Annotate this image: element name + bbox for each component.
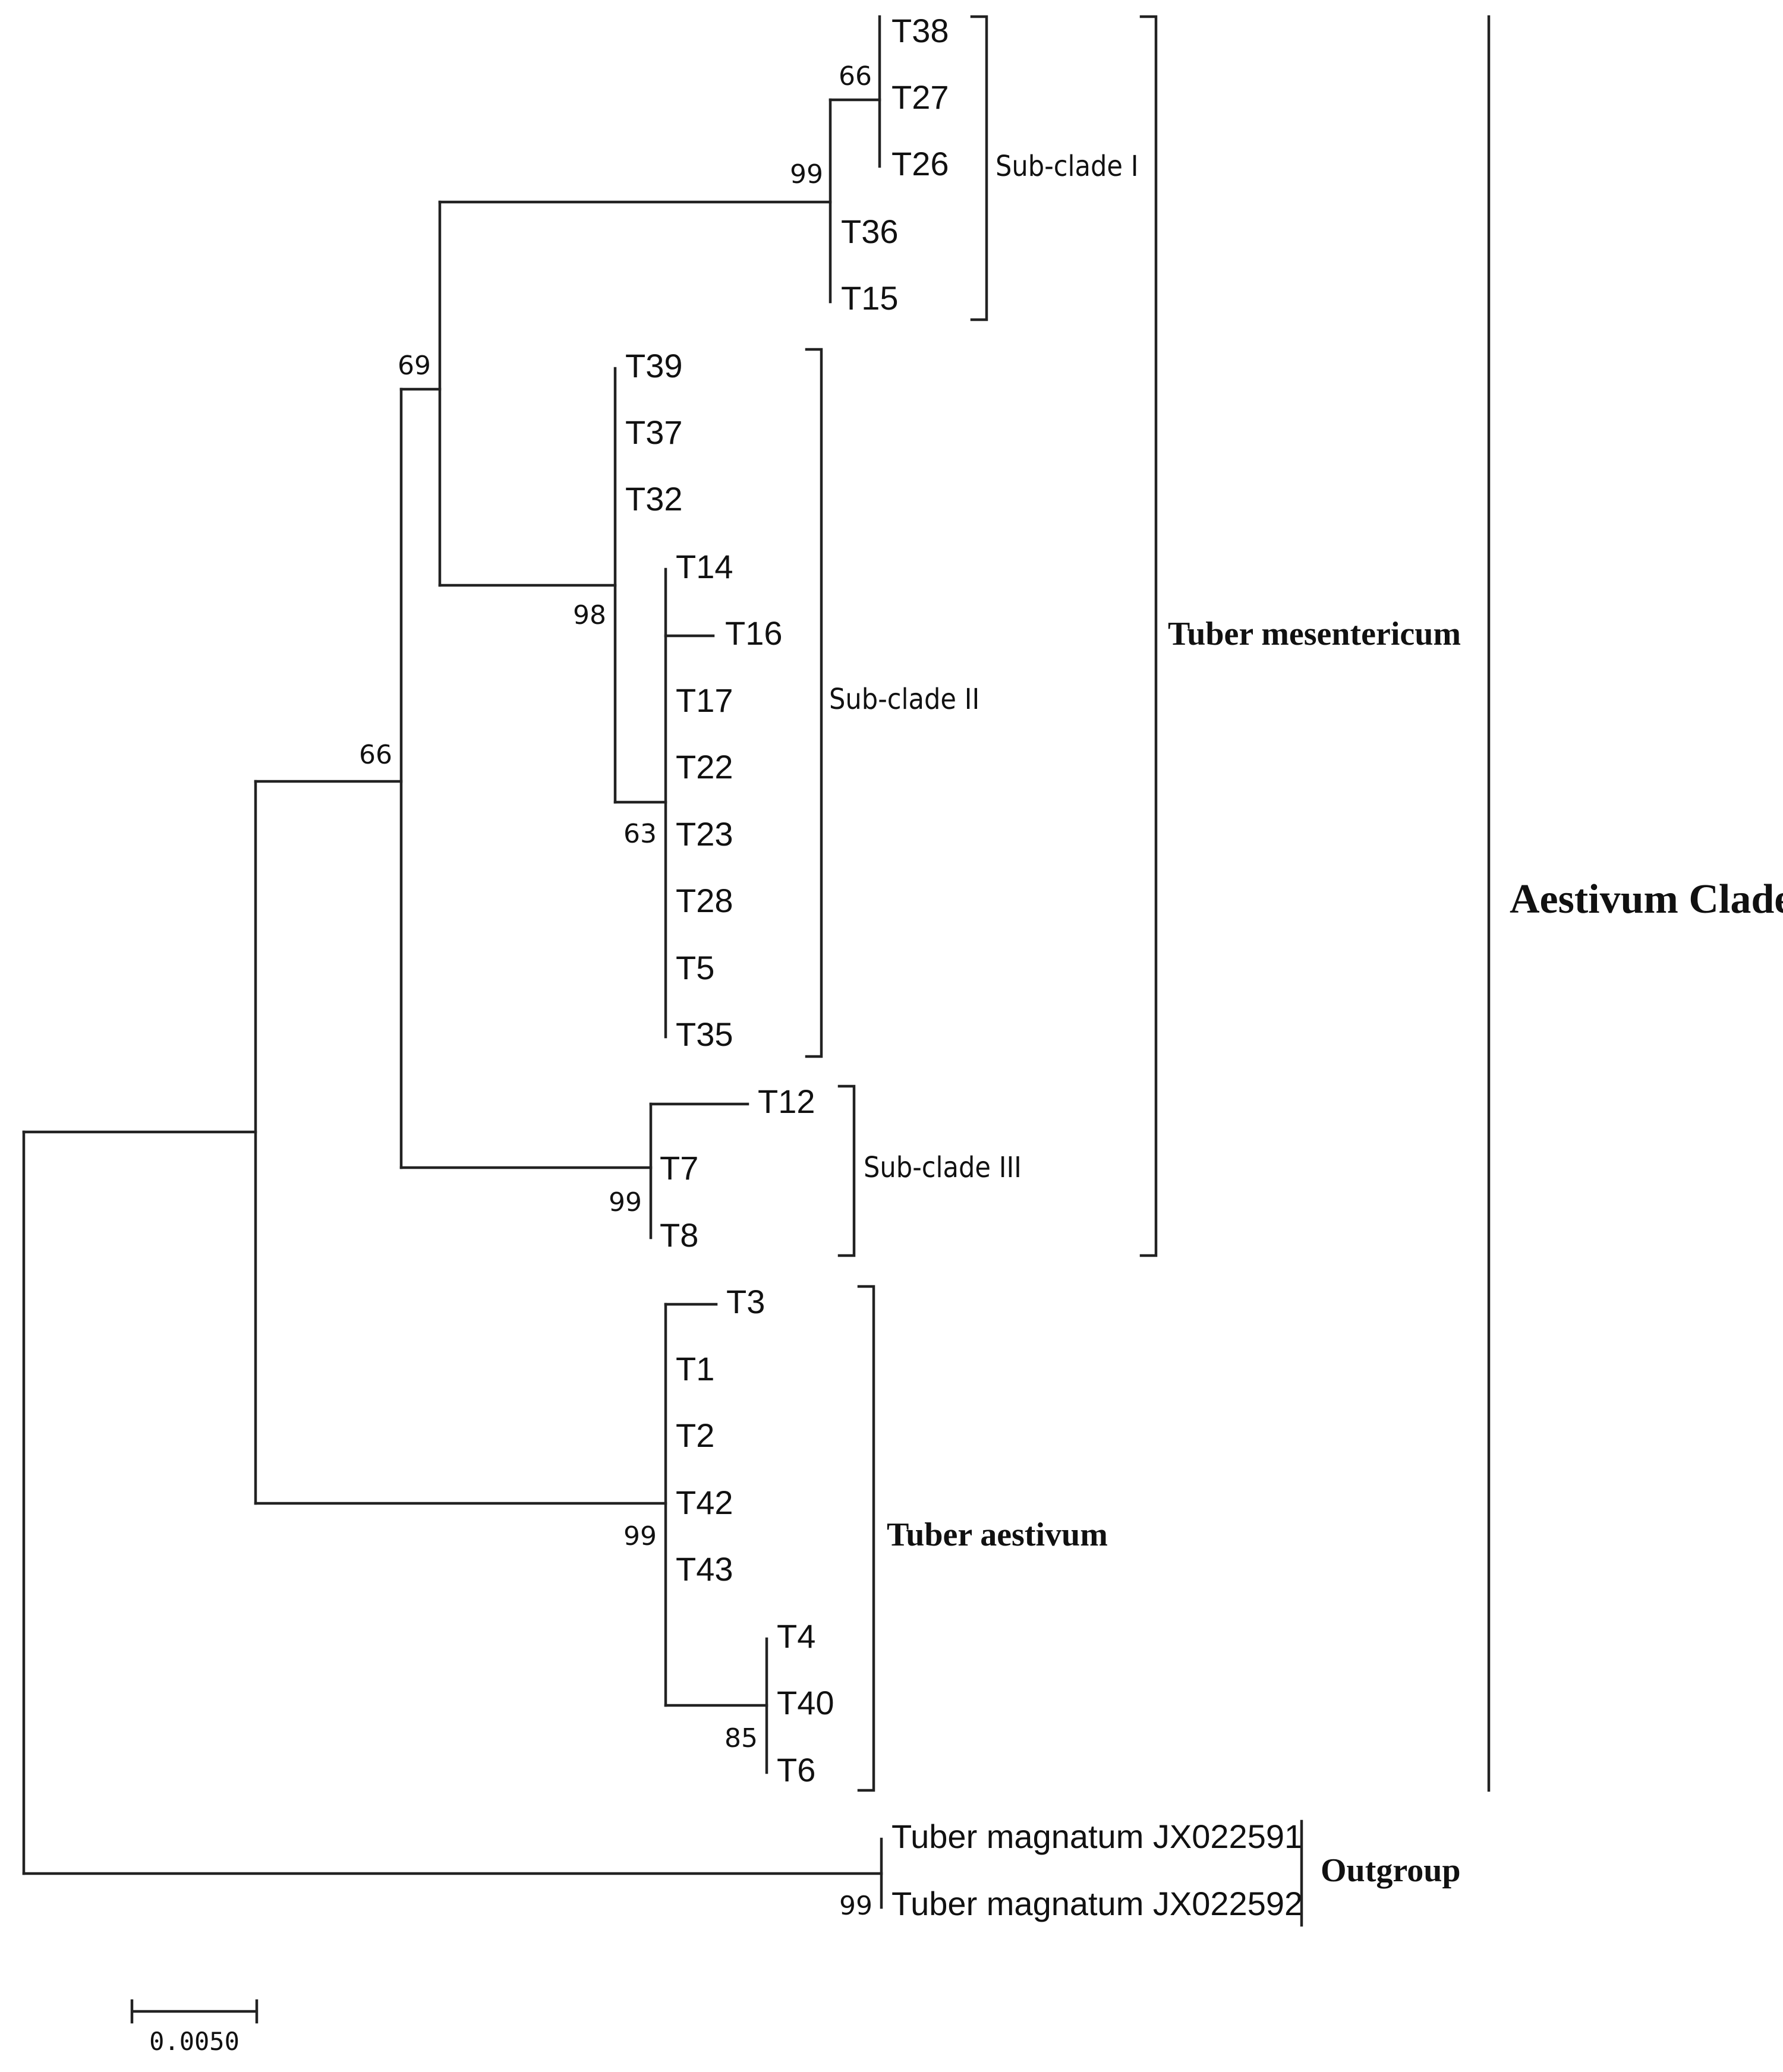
leaf-label: Tuber magnatum JX022591 [892, 1818, 1303, 1855]
leaf-label: T28 [676, 882, 733, 919]
bracket-subclade-1 [970, 15, 988, 321]
group-label-aestivum: Tuber aestivum [887, 1516, 1108, 1553]
leaf-label: T14 [676, 548, 733, 585]
leaf-label: T1 [676, 1350, 714, 1387]
group-label-mesentericum: Tuber mesentericum [1168, 616, 1461, 652]
leaf-label: T6 [777, 1751, 815, 1789]
clade-label: Aestivum Clade [1510, 876, 1783, 922]
bracket-subclade-2 [805, 348, 823, 1058]
bootstrap-value: 99 [609, 1187, 642, 1218]
leaf-label: T37 [625, 414, 683, 451]
bootstrap-values: 66 99 69 98 63 66 99 99 85 99 [359, 61, 872, 1921]
leaf-label: T22 [676, 748, 733, 786]
bootstrap-value: 66 [359, 740, 392, 770]
leaf-label: Tuber magnatum JX022592 [892, 1885, 1303, 1922]
leaf-label: T39 [625, 347, 683, 384]
leaf-label: T2 [676, 1417, 714, 1454]
leaf-label: T15 [841, 279, 899, 317]
leaf-label: T36 [841, 213, 899, 250]
bootstrap-value: 85 [724, 1723, 758, 1754]
bracket-aestivum [857, 1285, 875, 1792]
tree-branches [22, 15, 883, 1909]
leaf-label: T17 [676, 682, 733, 719]
leaf-label: T23 [676, 815, 733, 853]
bootstrap-value: 66 [839, 61, 872, 92]
scale-bar-line [130, 1999, 259, 2024]
leaf-label: T3 [726, 1283, 765, 1320]
bootstrap-value: 63 [623, 819, 657, 849]
leaf-label: T16 [725, 614, 783, 652]
clade-brackets [805, 15, 1491, 1927]
bootstrap-value: 99 [623, 1521, 657, 1551]
leaf-label: T40 [777, 1684, 834, 1721]
bootstrap-value: 99 [790, 159, 823, 190]
leaf-label: T42 [676, 1484, 733, 1521]
bootstrap-value: 98 [573, 600, 606, 630]
leaf-label: T26 [892, 145, 949, 182]
leaf-label: T8 [660, 1216, 698, 1254]
bracket-subclade-3 [837, 1084, 856, 1257]
leaf-labels: T38 T27 T26 T36 T15 T39 T37 T32 T14 T16 … [625, 12, 1303, 1922]
group-labels: Sub-clade I Sub-clade II Sub-clade III T… [829, 150, 1783, 1889]
subclade-label: Sub-clade I [996, 150, 1138, 183]
scale-bar-label: 0.0050 [149, 2027, 240, 2056]
bootstrap-value: 69 [398, 351, 431, 381]
leaf-label: T5 [676, 949, 714, 986]
bootstrap-value: 99 [839, 1891, 872, 1921]
bracket-mesentericum [1139, 15, 1158, 1257]
leaf-label: T38 [892, 12, 949, 49]
subclade-label: Sub-clade II [829, 683, 979, 716]
leaf-label: T4 [777, 1617, 815, 1655]
leaf-label: T12 [758, 1083, 815, 1120]
leaf-label: T27 [892, 78, 949, 116]
leaf-label: T32 [625, 480, 683, 518]
scale-bar: 0.0050 [130, 1999, 259, 2056]
leaf-label: T7 [660, 1149, 698, 1187]
leaf-label: T35 [676, 1015, 733, 1053]
leaf-label: T43 [676, 1550, 733, 1588]
subclade-label: Sub-clade III [864, 1151, 1022, 1184]
group-label-outgroup: Outgroup [1321, 1852, 1460, 1889]
